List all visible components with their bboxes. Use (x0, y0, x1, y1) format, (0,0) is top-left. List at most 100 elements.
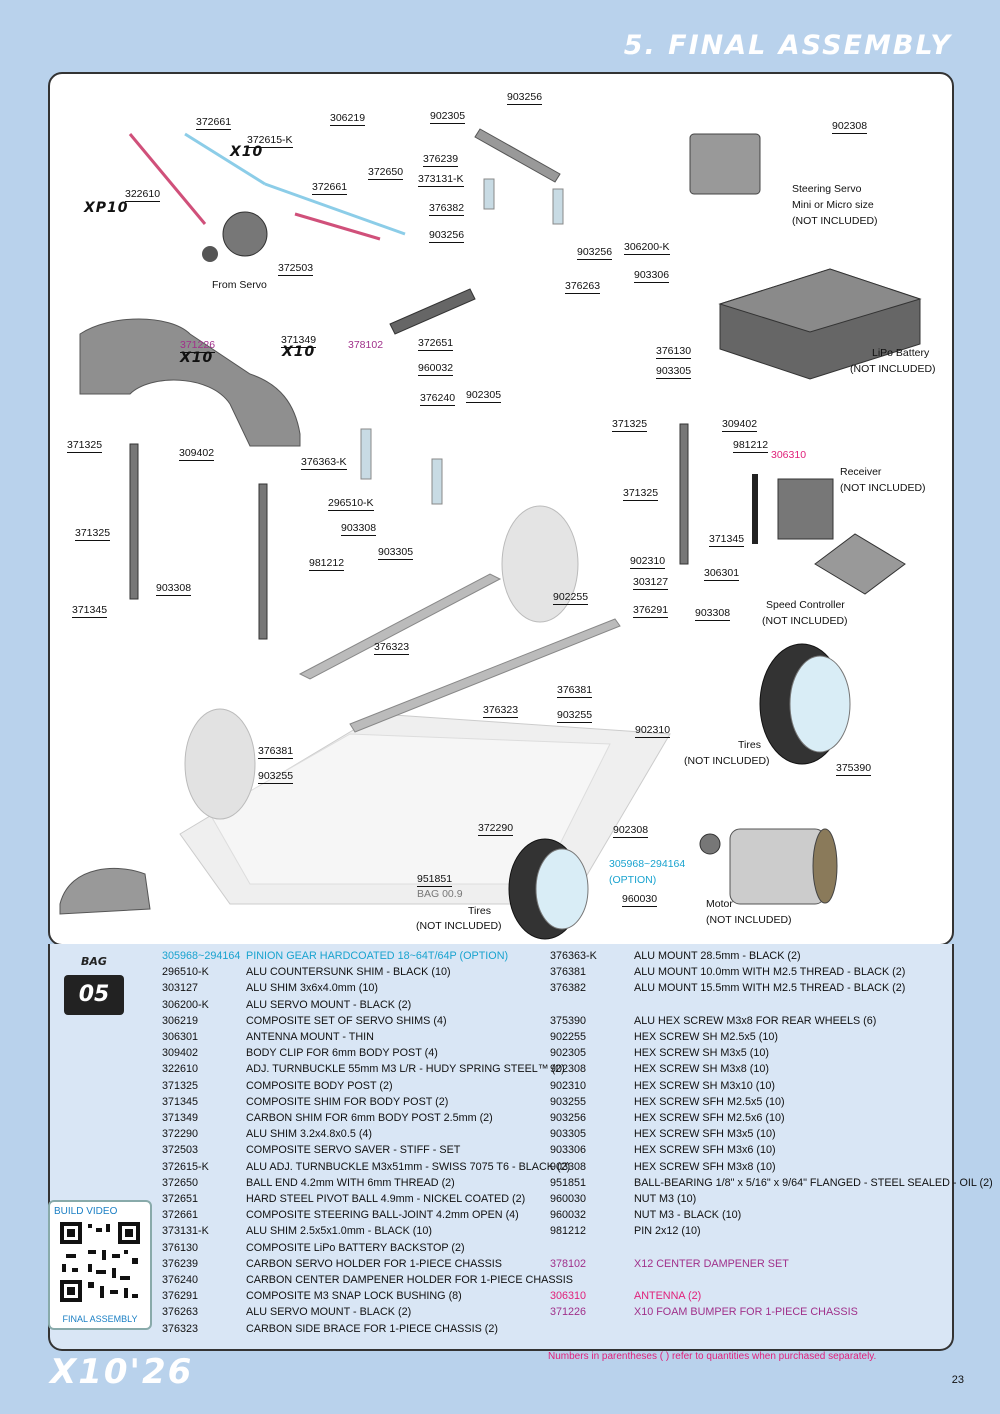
label-372651: 372651 (418, 337, 454, 351)
pinion-gear (699, 833, 721, 855)
body-post-right (679, 423, 689, 565)
part-code: 372650 (162, 1176, 199, 1189)
part-code: 902308 (550, 1063, 587, 1076)
turnbuckle-red-2 (294, 212, 381, 241)
label-376323: 376323 (374, 641, 410, 655)
part-code: 296510-K (162, 966, 209, 979)
alu-mount-1 (360, 428, 372, 480)
label-309402b: 309402 (722, 418, 758, 432)
label-376263: 376263 (565, 280, 601, 294)
bag-number: 05 (64, 975, 124, 1015)
label-376382: 376382 (429, 202, 465, 216)
label-bag-00-9: BAG 00.9 (417, 888, 463, 900)
speed-controller (814, 533, 906, 595)
label-pinion-option: 305968~294164 (609, 858, 686, 870)
label-960030: 960030 (622, 893, 658, 907)
label-tires-front-not-included: (NOT INCLUDED) (416, 920, 502, 932)
part-description: ALU MOUNT 28.5mm - BLACK (2) (634, 950, 801, 962)
part-code: 903306 (550, 1144, 587, 1157)
label-375390: 375390 (836, 762, 872, 776)
part-description: ALU SERVO MOUNT - BLACK (2) (246, 1306, 412, 1319)
label-902308: 902308 (832, 120, 868, 134)
part-description: COMPOSITE STEERING BALL-JOINT 4.2mm OPEN… (246, 1209, 519, 1222)
part-code: 372503 (162, 1144, 199, 1157)
label-371226: 371226 (180, 339, 216, 353)
alu-mount-2 (431, 458, 443, 505)
label-371325b: 371325 (612, 418, 648, 432)
part-code: 376130 (162, 1241, 199, 1254)
part-description: HEX SCREW SFH M2.5x5 (10) (634, 1095, 785, 1108)
label-376240: 376240 (420, 392, 456, 406)
part-code: 951851 (550, 1176, 587, 1189)
turnbuckle-blue-2 (264, 182, 406, 236)
part-code: 981212 (550, 1225, 587, 1238)
label-903256c: 903256 (577, 246, 613, 260)
label-372661b: 372661 (312, 181, 348, 195)
part-code: 303127 (162, 982, 199, 995)
label-steering-servo: Steering Servo (792, 183, 862, 195)
side-brace-2 (349, 618, 621, 733)
part-description: CARBON SERVO HOLDER FOR 1-PIECE CHASSIS (246, 1257, 502, 1270)
page-title: 5. FINAL ASSEMBLY (623, 30, 952, 61)
part-code: 376240 (162, 1274, 199, 1286)
part-description: HEX SCREW SH M3x10 (10) (634, 1079, 775, 1092)
label-981212b: 981212 (309, 557, 345, 571)
label-903308: 903308 (341, 522, 377, 536)
exploded-diagram: 372661 306219 902305 903256 902308 37261… (48, 72, 954, 946)
part-code: 903255 (550, 1095, 587, 1108)
part-description: COMPOSITE SET OF SERVO SHIMS (4) (246, 1014, 447, 1027)
body-thumbnail (59, 868, 151, 915)
part-description: CARBON CENTER DAMPENER HOLDER FOR 1-PIEC… (246, 1274, 573, 1286)
label-902305b: 902305 (466, 389, 502, 403)
label-322610: 322610 (125, 188, 161, 202)
label-option: (OPTION) (609, 874, 657, 886)
part-code: 902255 (550, 1031, 587, 1043)
body-post-left (129, 443, 139, 600)
x10-logo-2: X10 (180, 350, 214, 366)
part-description: NUT M3 (10) (634, 1193, 697, 1205)
label-903306: 903306 (634, 269, 670, 283)
label-306310: 306310 (771, 449, 807, 461)
part-description: ANTENNA MOUNT - THIN (246, 1031, 374, 1043)
motor (729, 828, 826, 905)
part-code: 960032 (550, 1209, 587, 1222)
label-903256: 903256 (507, 91, 543, 105)
bag-label: BAG (81, 955, 107, 968)
part-description: CARBON SIDE BRACE FOR 1-PIECE CHASSIS (2… (246, 1322, 498, 1335)
page-number: 23 (951, 1374, 964, 1386)
label-receiver: Receiver (840, 466, 882, 478)
part-code: 372290 (162, 1128, 199, 1141)
label-378102: 378102 (348, 339, 384, 351)
part-description: CARBON SHIM FOR 6mm BODY POST 2.5mm (2) (246, 1112, 493, 1124)
front-wheel (184, 708, 256, 820)
part-code: 305968~294164 (162, 950, 241, 962)
part-description: ALU HEX SCREW M3x8 FOR REAR WHEELS (6) (634, 1014, 877, 1027)
label-903305: 903305 (656, 365, 692, 379)
label-372503: 372503 (278, 262, 314, 276)
part-description: ALU SHIM 2.5x5x1.0mm - BLACK (10) (246, 1225, 433, 1238)
label-lipo: LiPo Battery (872, 347, 930, 359)
label-960032: 960032 (418, 362, 454, 376)
alu-mount-3 (483, 178, 495, 210)
part-description: PIN 2x12 (10) (634, 1225, 701, 1238)
x10-logo-3: X10 (282, 344, 316, 360)
part-description: HEX SCREW SFH M3x6 (10) (634, 1144, 776, 1157)
part-code: 376323 (162, 1322, 199, 1335)
label-376239: 376239 (423, 153, 459, 167)
part-description: X10 FOAM BUMPER FOR 1-PIECE CHASSIS (634, 1306, 858, 1319)
label-376363-k: 376363-K (301, 456, 347, 470)
build-video-qr[interactable]: BUILD VIDEO FINAL ASSEMBLY (48, 1200, 152, 1330)
part-description: ALU ADJ. TURNBUCKLE M3x51mm - SWISS 7075… (246, 1160, 571, 1173)
part-description: COMPOSITE LiPo BATTERY BACKSTOP (2) (246, 1241, 465, 1254)
part-description: ALU MOUNT 15.5mm WITH M2.5 THREAD - BLAC… (634, 982, 906, 995)
rear-wheel-ghost (501, 505, 579, 623)
label-371325d: 371325 (75, 527, 111, 541)
label-902305: 902305 (430, 110, 466, 124)
chassis-inner (209, 733, 611, 885)
label-371345b: 371345 (72, 604, 108, 618)
label-372290: 372290 (478, 822, 514, 836)
part-code: 371226 (550, 1306, 587, 1319)
part-code: 902305 (550, 1047, 587, 1060)
part-code: 309402 (162, 1047, 199, 1060)
